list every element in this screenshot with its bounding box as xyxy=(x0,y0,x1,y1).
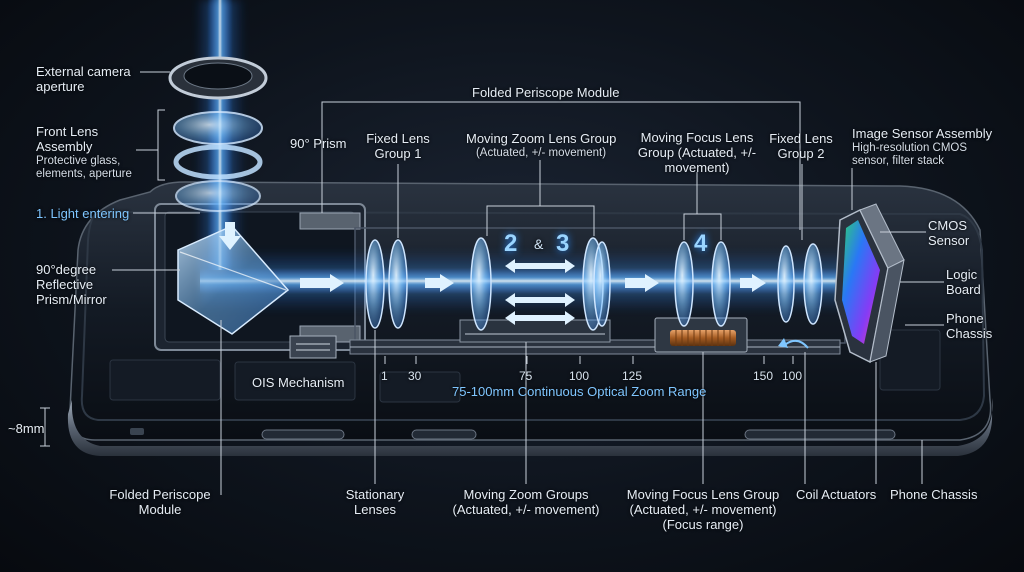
label-phone-chassis-bottom: Phone Chassis xyxy=(890,487,978,502)
leader-lines xyxy=(40,71,944,495)
step-3-marker: 3 xyxy=(556,230,570,257)
step-amp-marker: & xyxy=(534,236,544,252)
power-button xyxy=(411,429,477,440)
focus-lens-a xyxy=(674,241,694,327)
label-front-lens-title: Front Lens Assembly xyxy=(36,124,99,154)
label-ois-mechanism: OIS Mechanism xyxy=(252,375,345,390)
scale-tick-label: 125 xyxy=(622,369,643,383)
side-notch xyxy=(130,428,144,435)
fixed-lens-1a xyxy=(365,239,385,329)
return-arrow xyxy=(785,339,809,349)
step-4-marker: 4 xyxy=(694,230,708,257)
scale-tick-label: 100 xyxy=(569,369,590,383)
label-cmos-sensor: CMOS Sensor xyxy=(928,218,970,248)
zoom-lens-a xyxy=(470,237,492,331)
label-phone-chassis-right: Phone Chassis xyxy=(946,311,993,341)
label-zoom-group-title: Moving Zoom Lens Group xyxy=(466,131,617,146)
label-focus-group: Moving Focus Lens Group (Actuated, +/- m… xyxy=(637,130,757,175)
label-moving-focus-bottom: Moving Focus Lens Group (Actuated, +/- m… xyxy=(626,487,780,532)
label-moving-zoom-groups: Moving Zoom Groups (Actuated, +/- moveme… xyxy=(452,487,600,517)
label-module-top: Folded Periscope Module xyxy=(472,85,620,100)
scale-tick-label: 30 xyxy=(408,369,422,383)
label-90-prism: 90° Prism xyxy=(290,136,347,151)
label-fixed-lens-1: Fixed Lens Group 1 xyxy=(366,131,430,161)
label-sensor-assembly-sub: High-resolution CMOS sensor, filter stac… xyxy=(852,142,968,167)
lenses xyxy=(365,237,823,331)
label-folded-module-bottom: Folded Periscope Module xyxy=(109,487,211,517)
fixed-lens-2a xyxy=(777,245,795,323)
scale-tick-label: 150 xyxy=(753,369,774,383)
label-fixed-lens-2: Fixed Lens Group 2 xyxy=(769,131,833,161)
front-lens-assembly xyxy=(168,56,268,212)
label-coil-actuators: Coil Actuators xyxy=(796,487,877,502)
image-sensor xyxy=(834,203,905,364)
focus-lens-b xyxy=(711,241,731,327)
scale-tick-marks xyxy=(384,356,794,364)
side-slot xyxy=(744,429,896,440)
label-zoom-group-sub: (Actuated, +/- movement) xyxy=(475,147,607,159)
scale-tick-label: 100 xyxy=(782,369,803,383)
label-light-entering: 1. Light entering xyxy=(36,206,130,221)
label-logic-board: Logic Board xyxy=(946,267,981,297)
step-2-marker: 2 xyxy=(504,230,518,257)
zoom-lens-c xyxy=(593,241,611,327)
ois-mechanism xyxy=(289,335,337,359)
label-front-lens-sub: Protective glass, elements, aperture xyxy=(36,155,132,180)
motion-arrows xyxy=(219,222,766,325)
internal-components xyxy=(109,329,941,403)
fixed-lens-2b xyxy=(803,243,823,325)
label-prism-mirror: 90°degree Reflective Prism/Mirror xyxy=(36,262,107,307)
label-thickness: ~8mm xyxy=(8,421,45,436)
label-external-aperture: External camera aperture xyxy=(36,64,131,94)
return-arrow-head xyxy=(778,338,788,348)
scale-tick-label: 1 xyxy=(381,369,388,383)
label-stationary-lenses: Stationary Lenses xyxy=(345,487,405,517)
fixed-lens-1b xyxy=(388,239,408,329)
label-sensor-assembly-title: Image Sensor Assembly xyxy=(852,126,993,141)
reflective-prism xyxy=(177,225,290,335)
focus-coil-actuator xyxy=(654,317,748,353)
scale-tick-label: 75 xyxy=(519,369,533,383)
label-zoom-range: 75-100mm Continuous Optical Zoom Range xyxy=(452,384,707,399)
volume-button xyxy=(261,429,345,440)
